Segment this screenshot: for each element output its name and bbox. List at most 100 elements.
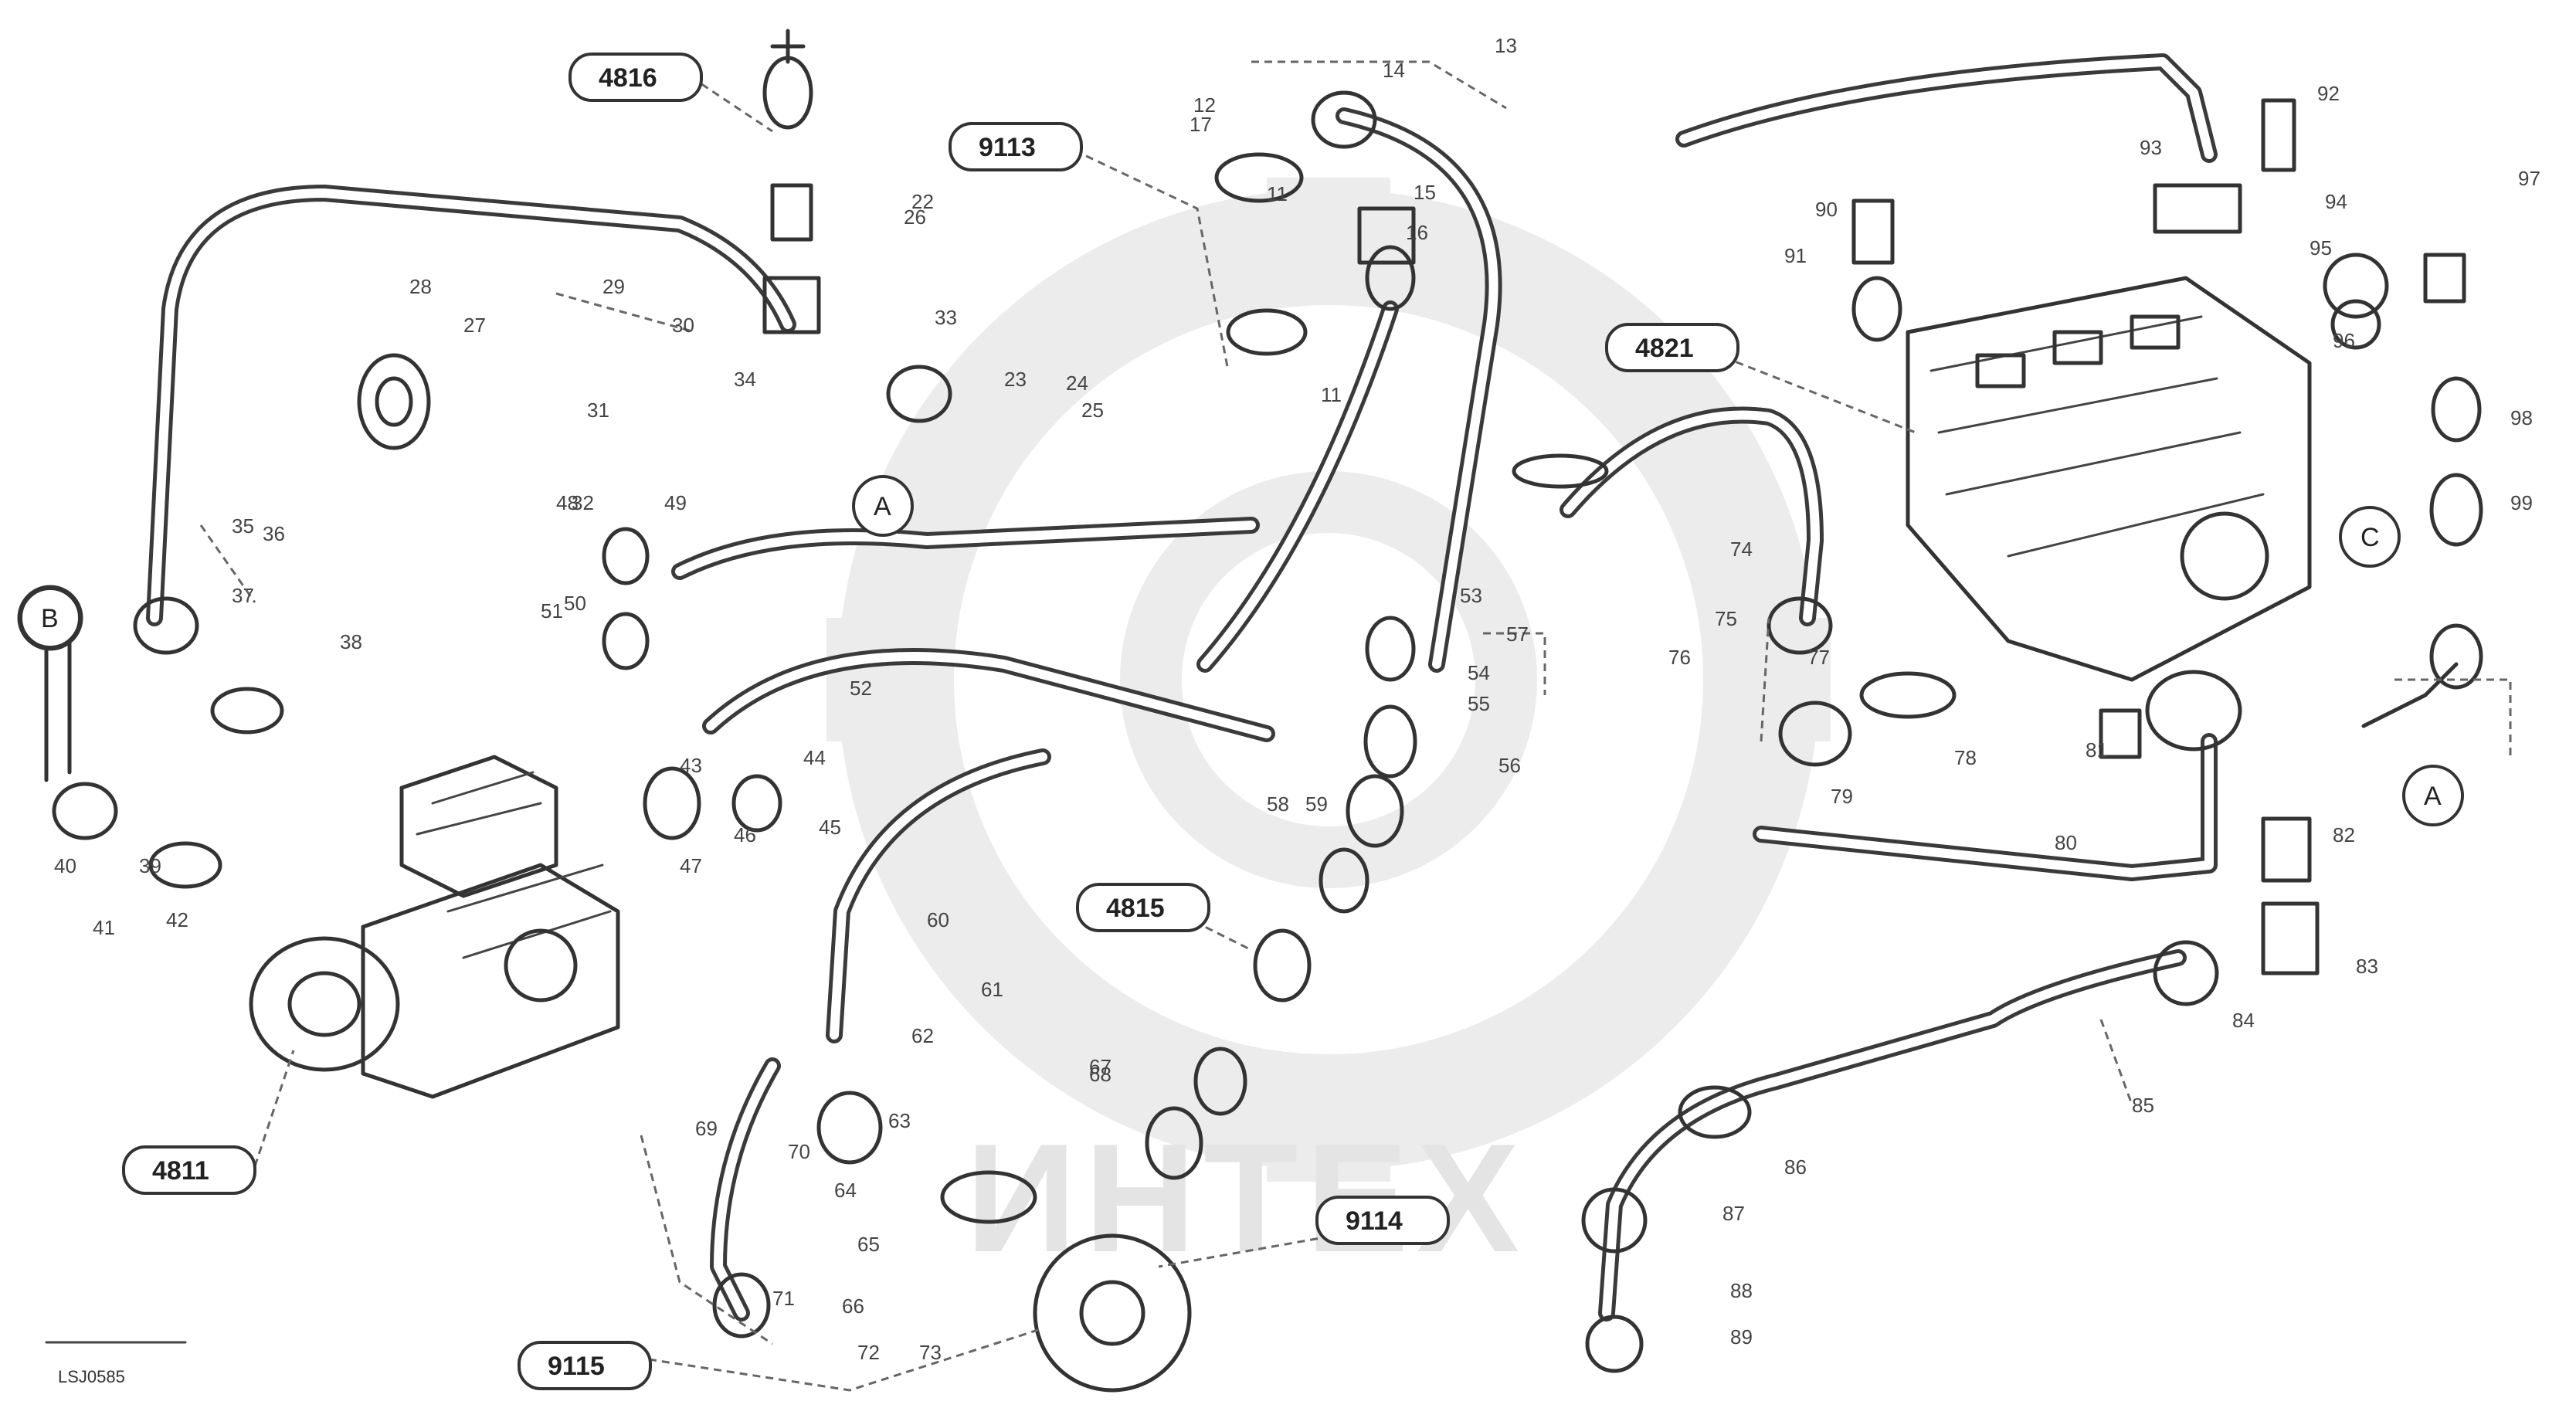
callout-number: 43 bbox=[680, 754, 702, 777]
callout-number: 90 bbox=[1815, 198, 1838, 221]
callout-number: 57 bbox=[1506, 623, 1529, 646]
callout-number: 61 bbox=[981, 978, 1003, 1001]
circle-ref-b-text: B bbox=[41, 604, 59, 633]
circle-ref-a-left-text: A bbox=[874, 492, 891, 521]
callout-number: 75 bbox=[1715, 607, 1737, 630]
callout-number: 88 bbox=[1730, 1279, 1753, 1302]
callout-number: 79 bbox=[1831, 785, 1853, 808]
callout-number: 25 bbox=[1081, 399, 1104, 422]
callout-number: 92 bbox=[2317, 82, 2340, 105]
tag-4815-text: 4815 bbox=[1106, 894, 1165, 923]
callout-number: 36 bbox=[263, 522, 285, 545]
callout-number: 66 bbox=[842, 1294, 864, 1318]
callout-number: 82 bbox=[2333, 823, 2355, 846]
callout-number: 15 bbox=[1414, 181, 1436, 204]
callout-number: 28 bbox=[409, 275, 432, 298]
callout-number: 16 bbox=[1406, 221, 1428, 244]
figure-code: LSJ0585 bbox=[45, 1341, 187, 1386]
circle-ref-a-right-text: A bbox=[2424, 782, 2442, 811]
tag-9113-text: 9113 bbox=[979, 133, 1036, 162]
callout-number: 48 bbox=[556, 491, 579, 514]
tag-4821: 4821 bbox=[1605, 323, 1739, 372]
callout-number: 85 bbox=[2132, 1094, 2154, 1117]
callout-number: 27 bbox=[463, 314, 486, 337]
circle-ref-a-right: A bbox=[2402, 765, 2464, 826]
callout-number: 14 bbox=[1383, 59, 1405, 82]
circle-ref-a-left: A bbox=[852, 475, 914, 537]
callout-number: 89 bbox=[1730, 1325, 1753, 1349]
callout-number: 39 bbox=[139, 854, 161, 877]
callout-number: 77 bbox=[1807, 646, 1830, 669]
callout-number: 96 bbox=[2333, 329, 2355, 352]
tag-9113: 9113 bbox=[949, 122, 1083, 171]
tag-9114-text: 9114 bbox=[1346, 1206, 1403, 1236]
callout-number: 23 bbox=[1004, 368, 1027, 391]
watermark-text: ИНТЕХ bbox=[966, 1112, 1527, 1284]
tag-9115-text: 9115 bbox=[548, 1352, 605, 1381]
callout-number: 86 bbox=[1784, 1155, 1807, 1179]
callout-number: 99 bbox=[2510, 491, 2533, 514]
callout-number: 33 bbox=[935, 306, 957, 329]
callout-number: 71 bbox=[772, 1287, 795, 1310]
callout-number: 95 bbox=[2310, 236, 2332, 260]
callout-number: 17 bbox=[1190, 113, 1212, 136]
callout-number: 68 bbox=[1089, 1063, 1112, 1086]
circle-ref-c-text: C bbox=[2360, 523, 2380, 552]
callout-number: 51 bbox=[541, 599, 563, 623]
callout-number: 63 bbox=[888, 1109, 911, 1132]
figure-code-text: LSJ0585 bbox=[58, 1367, 125, 1386]
callout-number: 11 bbox=[1321, 383, 1342, 406]
callout-number: 64 bbox=[834, 1179, 857, 1202]
callout-number: 47 bbox=[680, 854, 702, 877]
callout-number: 81 bbox=[2086, 738, 2108, 762]
circle-ref-b: B bbox=[19, 587, 81, 649]
callout-number: 55 bbox=[1468, 692, 1490, 715]
callout-number: 45 bbox=[819, 816, 841, 839]
tag-4815: 4815 bbox=[1076, 883, 1210, 932]
callout-number: 94 bbox=[2325, 190, 2347, 213]
callout-number: 67 bbox=[1089, 1055, 1112, 1078]
callout-number: 73 bbox=[919, 1341, 942, 1364]
callout-number: 76 bbox=[1668, 646, 1691, 669]
callout-number: 40 bbox=[54, 854, 76, 877]
callout-number: 65 bbox=[857, 1233, 880, 1256]
callout-number: 91 bbox=[1784, 244, 1807, 267]
callout-number: 53 bbox=[1460, 584, 1482, 607]
callout-number: 24 bbox=[1066, 372, 1088, 395]
callout-number: 41 bbox=[93, 916, 115, 939]
tag-4816: 4816 bbox=[568, 53, 703, 102]
callout-number: 93 bbox=[2140, 136, 2162, 159]
callout-number: 35 bbox=[232, 514, 254, 538]
callout-number: 78 bbox=[1954, 746, 1977, 769]
callout-number: 84 bbox=[2232, 1009, 2255, 1032]
control-valve-block bbox=[1906, 276, 2312, 682]
callout-number: 46 bbox=[734, 823, 756, 846]
callout-number: 29 bbox=[602, 275, 625, 298]
fittings bbox=[17, 29, 2483, 1393]
callout-number: 42 bbox=[166, 908, 188, 931]
callout-number: 74 bbox=[1730, 538, 1753, 561]
callout-number: 72 bbox=[857, 1341, 880, 1364]
callout-number: 32 bbox=[572, 491, 594, 514]
callout-number: 37 bbox=[232, 584, 254, 607]
watermark: ИНТЕХ bbox=[826, 178, 1831, 1284]
pump-4811 bbox=[249, 755, 620, 1099]
callout-number: 97 bbox=[2518, 167, 2540, 190]
callout-number: 26 bbox=[904, 205, 926, 229]
callout-number: 49 bbox=[664, 491, 687, 514]
callout-number: 69 bbox=[695, 1117, 718, 1140]
tag-9115: 9115 bbox=[518, 1341, 652, 1390]
callout-number: 98 bbox=[2510, 406, 2533, 429]
tag-4816-text: 4816 bbox=[599, 63, 657, 93]
callout-number: 87 bbox=[1722, 1202, 1745, 1225]
callout-number: 13 bbox=[1495, 34, 1517, 57]
callout-number: 60 bbox=[927, 908, 949, 931]
callout-number: 22 bbox=[911, 190, 934, 213]
leader-lines bbox=[199, 60, 2512, 1392]
callout-number: 34 bbox=[734, 368, 756, 391]
callout-number: 70 bbox=[788, 1140, 810, 1163]
callout-number: 59 bbox=[1305, 792, 1328, 816]
tag-4821-text: 4821 bbox=[1635, 334, 1694, 363]
hoses bbox=[146, 53, 2218, 1321]
